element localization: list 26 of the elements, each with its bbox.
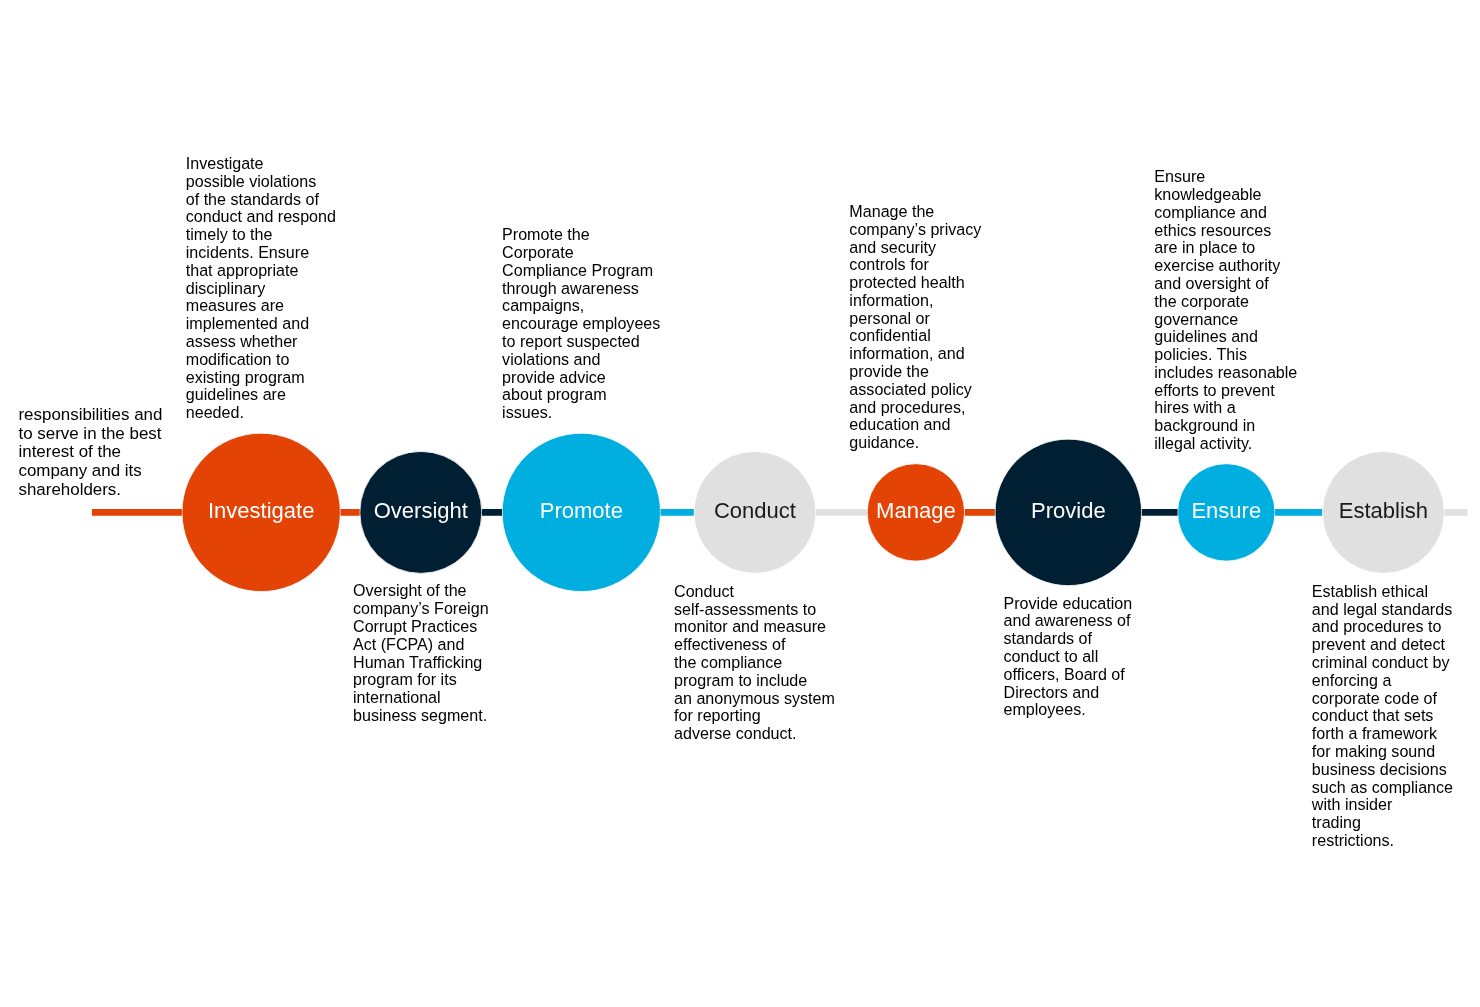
connector xyxy=(340,509,360,516)
connector xyxy=(1444,509,1468,516)
connector xyxy=(481,509,502,516)
connector xyxy=(660,509,694,516)
connector xyxy=(1141,509,1178,516)
node-circle: Conduct xyxy=(693,451,817,574)
node-label: Establish ethical and legal standards and procedures to prevent and detect criminal conduct by enforcing a corporate code of conduct that sets forth a framework for making sound business decisions such as compliance with insider trading restrictions. xyxy=(1311,581,1454,849)
node-label: Ensure knowledgeable compliance and ethics resources are in place to exercise authority and oversight of the corporate governance guidelines and policies. This includes reasonable efforts to prevent hires with a background in illegal activity. xyxy=(1154,167,1298,453)
node-label: Manage the company’s privacy and security controls for protected health information, personal or confidential information, and provide the associated policy and procedures, education and guidance. xyxy=(849,201,982,452)
node-circle: Investigate xyxy=(181,432,341,592)
node-circle: Oversight xyxy=(359,451,483,574)
node-label: Provide education and awareness of standards of conduct to all officers, Board of Directors and employees. xyxy=(1003,593,1133,719)
label: responsibilities and to serve in the best interest of the company and its shareholders. xyxy=(18,405,163,499)
connector xyxy=(816,509,868,516)
node-label: Conduct self-assessments to monitor and measure effectiveness of the compliance program to include an anonymous system for reporting adverse conduct. xyxy=(674,581,835,743)
node-circle: Establish xyxy=(1322,451,1445,574)
connector xyxy=(1275,509,1323,516)
node-label: Oversight of the company’s Foreign Corrupt Practices Act (FCPA) and Human Trafficking program for its international business segment. xyxy=(353,581,489,724)
connector xyxy=(91,509,182,516)
node-circle: Promote xyxy=(501,432,661,592)
node-label: Promote the Corporate Compliance Program through awareness campaigns, encourage employees to report suspected violations and provide advice about program issues. xyxy=(502,225,661,422)
node-circle: Provide xyxy=(994,438,1142,587)
connector xyxy=(964,509,995,516)
node-circle: Manage xyxy=(866,463,965,562)
node-circle: Ensure xyxy=(1177,463,1276,562)
node-label: Investigate possible violations of the standards of conduct and respond timely to the incidents. Ensure that appropriate disciplinary measures are implemented and assess whether modification to existing program guidelines are needed. xyxy=(185,154,336,422)
